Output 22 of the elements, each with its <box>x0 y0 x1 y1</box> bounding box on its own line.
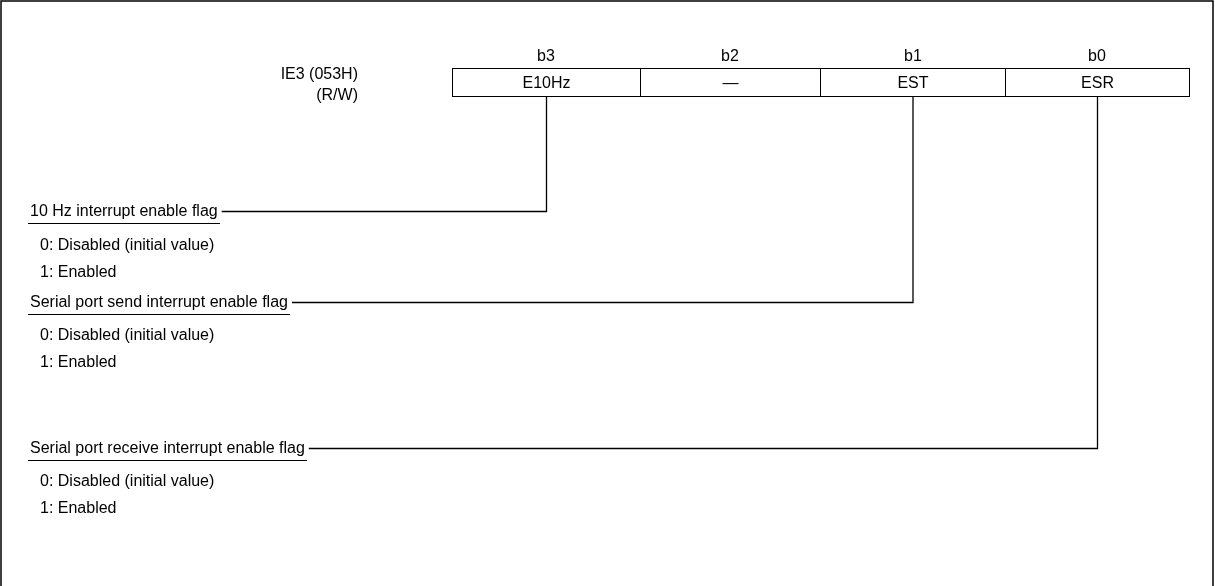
leader-line <box>308 96 1099 450</box>
bit-number: b2 <box>721 46 739 66</box>
leader-line <box>291 96 914 304</box>
flag-name: Serial port send interrupt enable flag <box>28 292 290 315</box>
flag-value-description: 0: Disabled (initial value) <box>40 235 215 255</box>
flag-value-description: 0: Disabled (initial value) <box>40 471 215 491</box>
access-mode: (R/W) <box>316 85 358 105</box>
flag-name: Serial port receive interrupt enable flag <box>28 438 307 461</box>
register-bit-cell: EST <box>820 68 1006 97</box>
register-bit-cell: ESR <box>1005 68 1190 97</box>
flag-value-description: 0: Disabled (initial value) <box>40 325 215 345</box>
flag-value-description: 1: Enabled <box>40 262 117 282</box>
flag-value-description: 1: Enabled <box>40 352 117 372</box>
leader-line <box>221 96 548 213</box>
bit-number: b1 <box>904 46 922 66</box>
flag-value-description: 1: Enabled <box>40 498 117 518</box>
register-bit-cell: E10Hz <box>452 68 641 97</box>
bit-number: b0 <box>1088 46 1106 66</box>
register-bit-cell: — <box>640 68 821 97</box>
flag-name: 10 Hz interrupt enable flag <box>28 201 220 224</box>
register-name: IE3 (053H) <box>280 64 358 84</box>
bit-number: b3 <box>537 46 555 66</box>
